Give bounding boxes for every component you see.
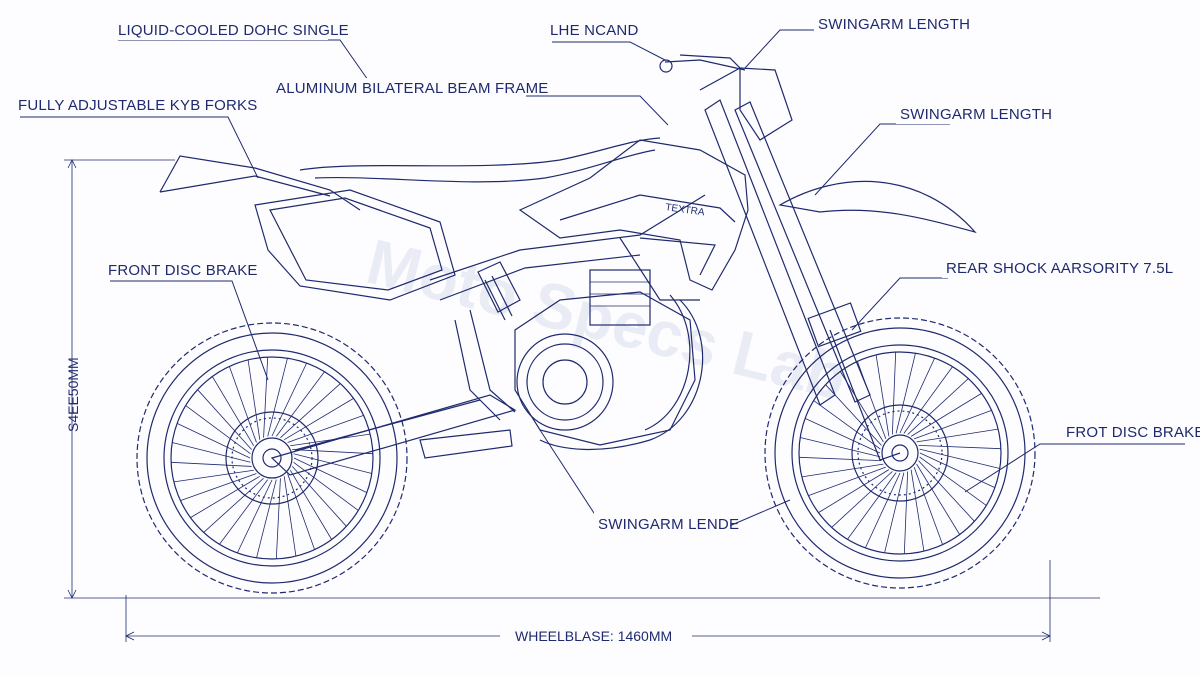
wheel-spoke	[801, 463, 884, 478]
wheel-spoke	[247, 359, 261, 440]
wheel-spoke	[212, 376, 255, 446]
label-frame: ALUMINUM BILATERAL BEAM FRAME	[276, 80, 549, 97]
wheel-spoke	[293, 453, 372, 474]
label-handlebar: LHE NCAND	[550, 22, 638, 39]
label-engine: LIQUID-COOLED DOHC SINGLE	[118, 22, 349, 39]
motorcycle-body: TEXTRA	[159, 54, 977, 476]
height-label: S4EE50MM	[65, 357, 81, 432]
wheel-spoke	[884, 472, 905, 553]
wheel-spoke	[918, 460, 975, 522]
wheel-spoke	[907, 378, 969, 435]
wheel-spoke	[173, 469, 254, 483]
wheel-spoke	[293, 457, 368, 493]
wheel-spoke	[292, 449, 373, 455]
label-front-brake-right: FROT DISC BRAKE	[1066, 424, 1200, 441]
label-forks: FULLY ADJUSTABLE KYB FORKS	[18, 97, 257, 114]
wheel-spoke	[219, 479, 269, 545]
wheel-spoke	[275, 371, 325, 437]
wheelbase-dimension: WHEELBLASE: 1460MM	[125, 560, 1051, 646]
wheel-spoke	[847, 472, 897, 540]
wheel-spoke	[275, 478, 281, 559]
wheel-spoke	[800, 437, 881, 458]
wheel-spoke	[913, 467, 943, 545]
wheel-spoke	[916, 463, 960, 535]
wheel-spoke	[171, 461, 252, 467]
wheel-spoke	[256, 479, 277, 558]
wheel-spoke	[813, 400, 881, 450]
wheel-spoke	[197, 389, 252, 450]
front-wheel	[764, 317, 1036, 589]
wheel-spoke	[910, 393, 982, 437]
wheel-spoke	[180, 473, 257, 501]
wheel-spoke	[919, 456, 987, 506]
wheel-spoke	[899, 357, 935, 434]
wheel-spoke	[292, 466, 347, 527]
wheel-spoke	[808, 466, 886, 496]
wheel-spoke	[919, 452, 996, 488]
wheel-spoke	[287, 415, 364, 443]
wheel-spoke	[903, 366, 953, 434]
wheel-spoke	[818, 469, 890, 513]
wheel-spoke	[916, 428, 999, 443]
wheel-spoke	[229, 366, 257, 443]
rear-wheel	[136, 322, 408, 594]
wheel-spoke	[918, 444, 1001, 450]
height-dimension: S4EE50MM	[64, 159, 1100, 599]
wheel-spoke	[185, 405, 251, 455]
wheel-spoke	[203, 478, 264, 533]
wheel-spoke	[857, 361, 887, 439]
wheel-spoke	[237, 479, 273, 554]
wheel-spoke	[263, 357, 269, 438]
wheel-spoke	[280, 383, 341, 438]
label-swingarm-low: SWINGARM LENDE	[598, 516, 739, 533]
wheel-spoke	[287, 473, 315, 550]
label-swingarm-top: SWINGARM LENGTH	[818, 16, 970, 33]
wheel-spoke	[176, 423, 251, 459]
wheel-spoke	[910, 469, 925, 552]
wheel-spoke	[914, 410, 992, 440]
wheel-spoke	[831, 471, 893, 528]
wheel-spoke	[903, 471, 909, 554]
wheel-spoke	[919, 448, 1000, 469]
wheel-spoke	[283, 476, 297, 557]
label-rear-shock: REAR SHOCK AARSORITY 7.5L	[946, 260, 1173, 277]
wheelbase-label: WHEELBLASE: 1460MM	[515, 628, 672, 644]
callout-labels: LIQUID-COOLED DOHC SINGLE ALUMINUM BILAT…	[14, 12, 1200, 534]
wheel-spoke	[289, 470, 332, 540]
wheel-spoke	[267, 358, 288, 437]
wheel-spoke	[895, 353, 916, 434]
svg-text:TEXTRA: TEXTRA	[665, 202, 706, 218]
wheel-spoke	[799, 456, 882, 462]
wheel-spoke	[284, 398, 354, 441]
wheel-spoke	[804, 418, 881, 454]
label-front-brake-left: FRONT DISC BRAKE	[108, 262, 258, 279]
wheel-spoke	[865, 472, 901, 549]
wheel-spoke	[875, 354, 890, 437]
label-swingarm-mid: SWINGARM LENGTH	[900, 106, 1052, 123]
wheel-spoke	[190, 475, 260, 518]
wheel-spoke	[271, 362, 307, 437]
wheel-spoke	[172, 442, 251, 463]
wheel-spoke	[891, 352, 897, 435]
